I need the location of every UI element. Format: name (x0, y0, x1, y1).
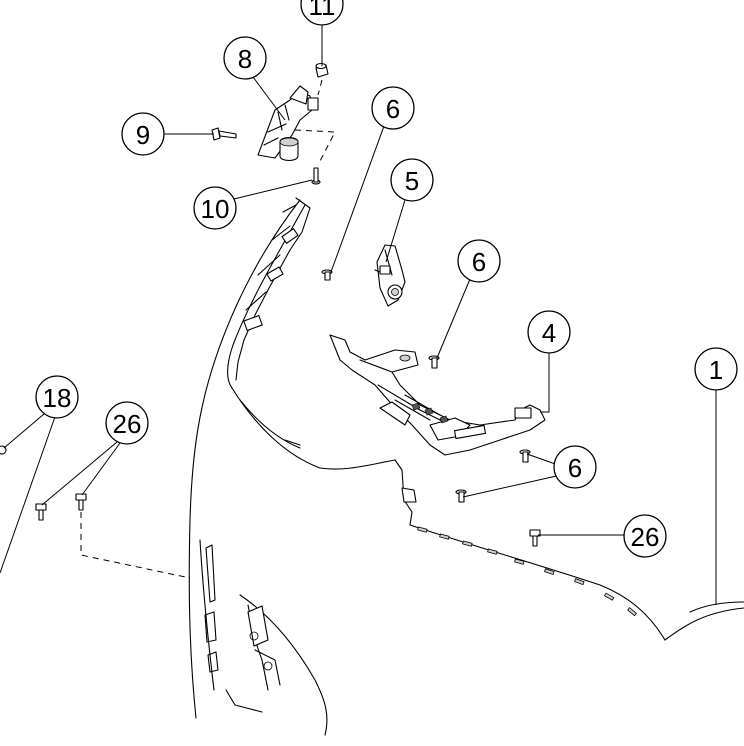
svg-text:18: 18 (43, 383, 72, 413)
callout-6-lower: 6 (553, 445, 597, 489)
callout-5: 5 (390, 158, 434, 202)
leader-lines (0, 25, 717, 605)
callout-11: 11 (300, 0, 344, 26)
svg-text:6: 6 (472, 247, 486, 277)
callout-6-right: 6 (457, 239, 501, 283)
bolt-part-9 (211, 127, 237, 141)
screw-part-10 (311, 167, 321, 185)
callout-10: 10 (193, 186, 237, 230)
callout-6-upper: 6 (371, 86, 415, 130)
callout-8: 8 (223, 36, 267, 80)
screw-part-6-lower-b (455, 489, 467, 503)
bracket-part-5 (374, 244, 406, 307)
bumper-slots (417, 526, 638, 617)
bumper-cover (188, 197, 744, 736)
callout-4: 4 (527, 310, 571, 354)
svg-text:26: 26 (113, 409, 142, 439)
callout-9: 9 (121, 112, 165, 156)
screw-part-6-right (428, 355, 440, 369)
svg-text:5: 5 (405, 166, 419, 196)
svg-text:9: 9 (136, 120, 150, 150)
svg-text:26: 26 (631, 522, 660, 552)
bolt-part-26-left-a (35, 503, 47, 521)
svg-text:6: 6 (386, 94, 400, 124)
screw-part-6-upper (321, 269, 333, 281)
svg-text:10: 10 (201, 194, 230, 224)
screw-part-6-lower-a (519, 449, 531, 463)
callout-26-left: 26 (105, 401, 149, 445)
bolt-part-26-left-b (75, 493, 87, 511)
bracket-part-4 (329, 334, 546, 456)
callout-18: 18 (35, 375, 79, 419)
svg-text:1: 1 (709, 355, 723, 385)
svg-text:4: 4 (542, 318, 556, 348)
svg-text:8: 8 (238, 44, 252, 74)
cap-part-11 (315, 62, 329, 78)
callout-1: 1 (694, 347, 738, 391)
svg-text:11: 11 (309, 0, 336, 21)
svg-text:6: 6 (568, 453, 582, 483)
bolt-part-26-right (529, 529, 541, 547)
callout-26-right: 26 (623, 514, 667, 558)
bracket-part-8 (257, 85, 319, 162)
